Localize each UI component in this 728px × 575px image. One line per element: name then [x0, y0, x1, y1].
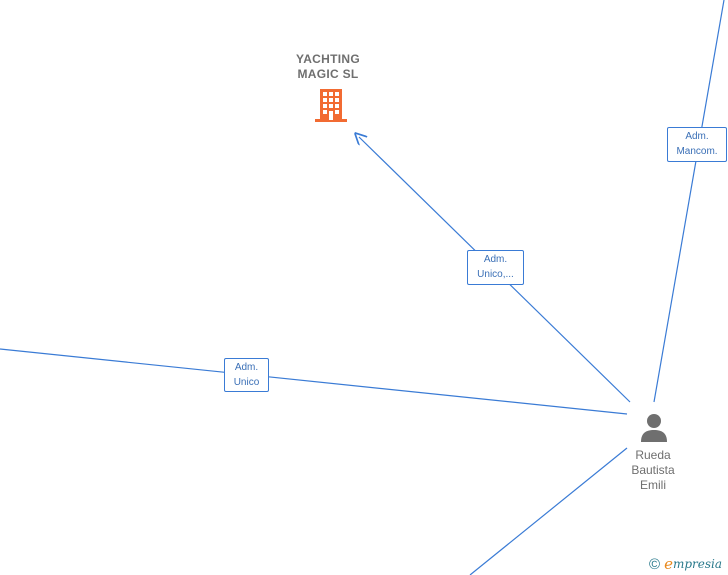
- company-name-line2: MAGIC SL: [297, 67, 359, 81]
- brand-logo-text: mpresia: [672, 557, 723, 571]
- edge-label-left-line2: Unico: [233, 377, 260, 388]
- edge-label-to-company-line1: Adm.: [483, 254, 508, 265]
- person-name[interactable]: Rueda Bautista Emili: [605, 448, 701, 493]
- person-name-line3: Emili: [640, 478, 666, 492]
- edge-label-to-company[interactable]: Adm. Unico,...: [467, 250, 524, 285]
- person-icon[interactable]: [640, 413, 668, 443]
- person-name-line2: Bautista: [631, 463, 675, 477]
- edge-label-to-company-line2: Unico,...: [477, 269, 514, 280]
- company-name[interactable]: YACHTING MAGIC SL: [278, 52, 378, 82]
- edge-person-to-left[interactable]: [0, 348, 628, 415]
- edge-person-to-bottom-left[interactable]: [469, 447, 628, 575]
- copyright-icon: ©: [649, 555, 661, 573]
- edge-person-to-top-right[interactable]: [653, 0, 725, 403]
- edge-label-top-right-line1: Adm.: [685, 131, 709, 142]
- brand-logo-e: e: [664, 555, 673, 573]
- company-name-line1: YACHTING: [296, 52, 360, 66]
- empresia-watermark: © e mpresia: [649, 555, 722, 573]
- edge-label-left-line1: Adm.: [234, 362, 259, 373]
- edge-label-top-right-line2: Mancom.: [676, 146, 718, 157]
- person-name-line1: Rueda: [635, 448, 671, 462]
- building-icon[interactable]: [314, 87, 348, 123]
- edge-label-top-right[interactable]: Adm. Mancom.: [667, 127, 727, 162]
- edge-label-left[interactable]: Adm. Unico: [224, 358, 269, 392]
